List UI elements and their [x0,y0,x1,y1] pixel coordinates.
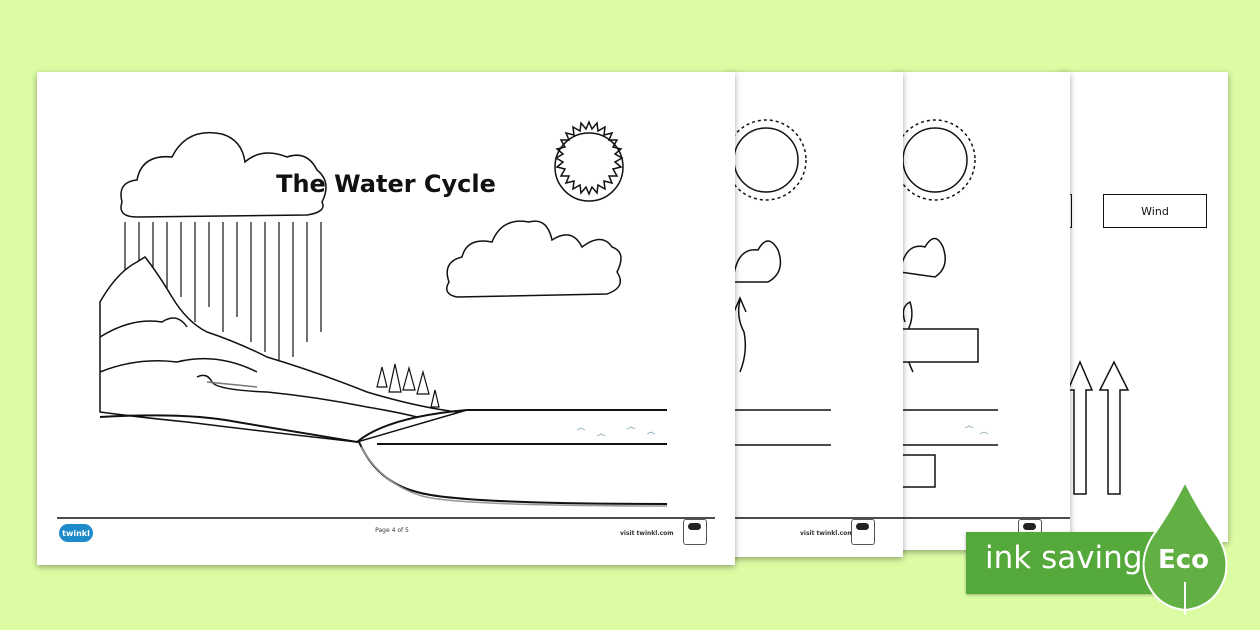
worksheet-preview-2[interactable]: visit twinkl.com [728,72,903,557]
arrows-drawing [1066,360,1130,495]
wind-label: Wind [1141,204,1169,218]
up-arrow-icon [1066,360,1094,495]
cloud-icon [732,240,782,283]
worksheet-preview-3[interactable] [895,72,1070,550]
eco-banner-text: ink saving [985,540,1143,576]
up-arrow-icon [1098,360,1130,495]
worksheet-title: The Water Cycle [276,170,496,198]
wind-label-box: Wind [1103,194,1207,228]
mountain [99,256,468,443]
sheet2-drawing [728,119,903,519]
twinkl-logo: twinkl [59,524,93,542]
leaf-drop-icon [1142,482,1228,615]
logo-text: twinkl [62,528,90,538]
arrow-icon [733,296,747,373]
visit-link[interactable]: visit twinkl.com [620,530,674,537]
visit-link[interactable]: visit twinkl.com [800,530,854,537]
sun-icon [733,127,799,193]
water-ripples [576,426,656,437]
cloud-icon [120,131,327,218]
badge-icon [851,519,875,545]
cloud-icon [446,220,622,298]
page-number: Page 4 of 5 [375,527,409,534]
worksheet-preview-4[interactable]: Wind [1058,72,1228,542]
worksheet-preview-1[interactable]: The Water Cycle twinkl Page 4 of 5 visit… [37,72,735,565]
sheet3-drawing [895,119,1070,519]
trees [376,363,440,408]
sun-icon [902,127,968,193]
water-cycle-drawing [57,120,715,519]
eco-label: Eco [1158,545,1210,575]
sun-icon [554,120,624,202]
cloud-icon [899,237,946,278]
label-box [899,454,936,488]
badge-icon [683,519,707,545]
label-box [899,328,979,363]
